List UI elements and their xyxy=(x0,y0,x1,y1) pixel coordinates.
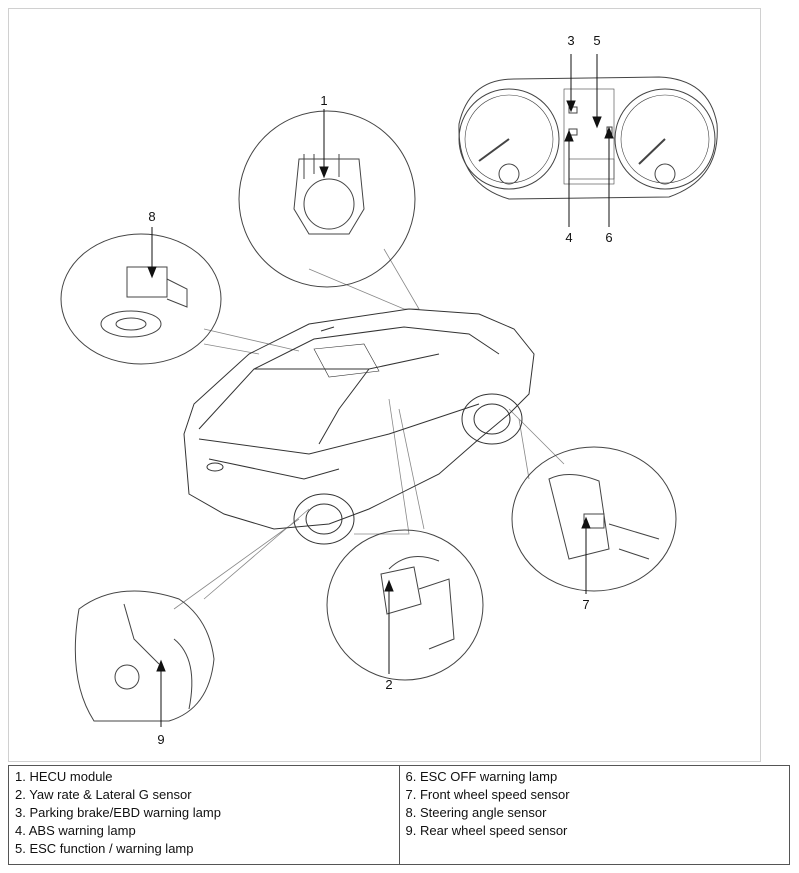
callout-5: 5 xyxy=(593,33,600,48)
rear-wheel-sensor-detail-bubble xyxy=(74,590,215,722)
steering-sensor-detail-bubble xyxy=(60,233,222,365)
callout-8: 8 xyxy=(148,209,155,224)
callout-arrows xyxy=(147,54,614,727)
component-legend-table: 1. HECU module 2. Yaw rate & Lateral G s… xyxy=(8,765,790,865)
legend-left-column: 1. HECU module 2. Yaw rate & Lateral G s… xyxy=(8,765,400,865)
legend-item: 1. HECU module xyxy=(15,769,113,784)
callout-1: 1 xyxy=(320,93,327,108)
legend-item: 2. Yaw rate & Lateral G sensor xyxy=(15,787,192,802)
callout-2: 2 xyxy=(385,677,392,692)
yaw-sensor-detail-bubble xyxy=(326,529,484,681)
car-illustration xyxy=(183,308,535,545)
legend-item: 3. Parking brake/EBD warning lamp xyxy=(15,805,221,820)
callout-6: 6 xyxy=(605,230,612,245)
legend-item: 5. ESC function / warning lamp xyxy=(15,841,194,856)
legend-item: 7. Front wheel speed sensor xyxy=(405,787,570,802)
legend-item: 9. Rear wheel speed sensor xyxy=(405,823,568,838)
callout-7: 7 xyxy=(582,597,589,612)
callout-9: 9 xyxy=(157,732,164,747)
diagram-svg: 1 2 3 4 5 6 7 8 9 xyxy=(60,33,718,747)
legend-item: 6. ESC OFF warning lamp xyxy=(405,769,558,784)
hecu-detail-bubble xyxy=(238,110,416,288)
legend-right-column: 6. ESC OFF warning lamp 7. Front wheel s… xyxy=(398,765,790,865)
callout-4: 4 xyxy=(565,230,572,245)
component-location-figure: 1 2 3 4 5 6 7 8 9 xyxy=(8,8,761,762)
front-wheel-sensor-detail-bubble xyxy=(511,446,677,592)
callout-3: 3 xyxy=(567,33,574,48)
legend-item: 4. ABS warning lamp xyxy=(15,823,136,838)
instrument-cluster xyxy=(458,76,718,200)
legend-item: 8. Steering angle sensor xyxy=(405,805,547,820)
